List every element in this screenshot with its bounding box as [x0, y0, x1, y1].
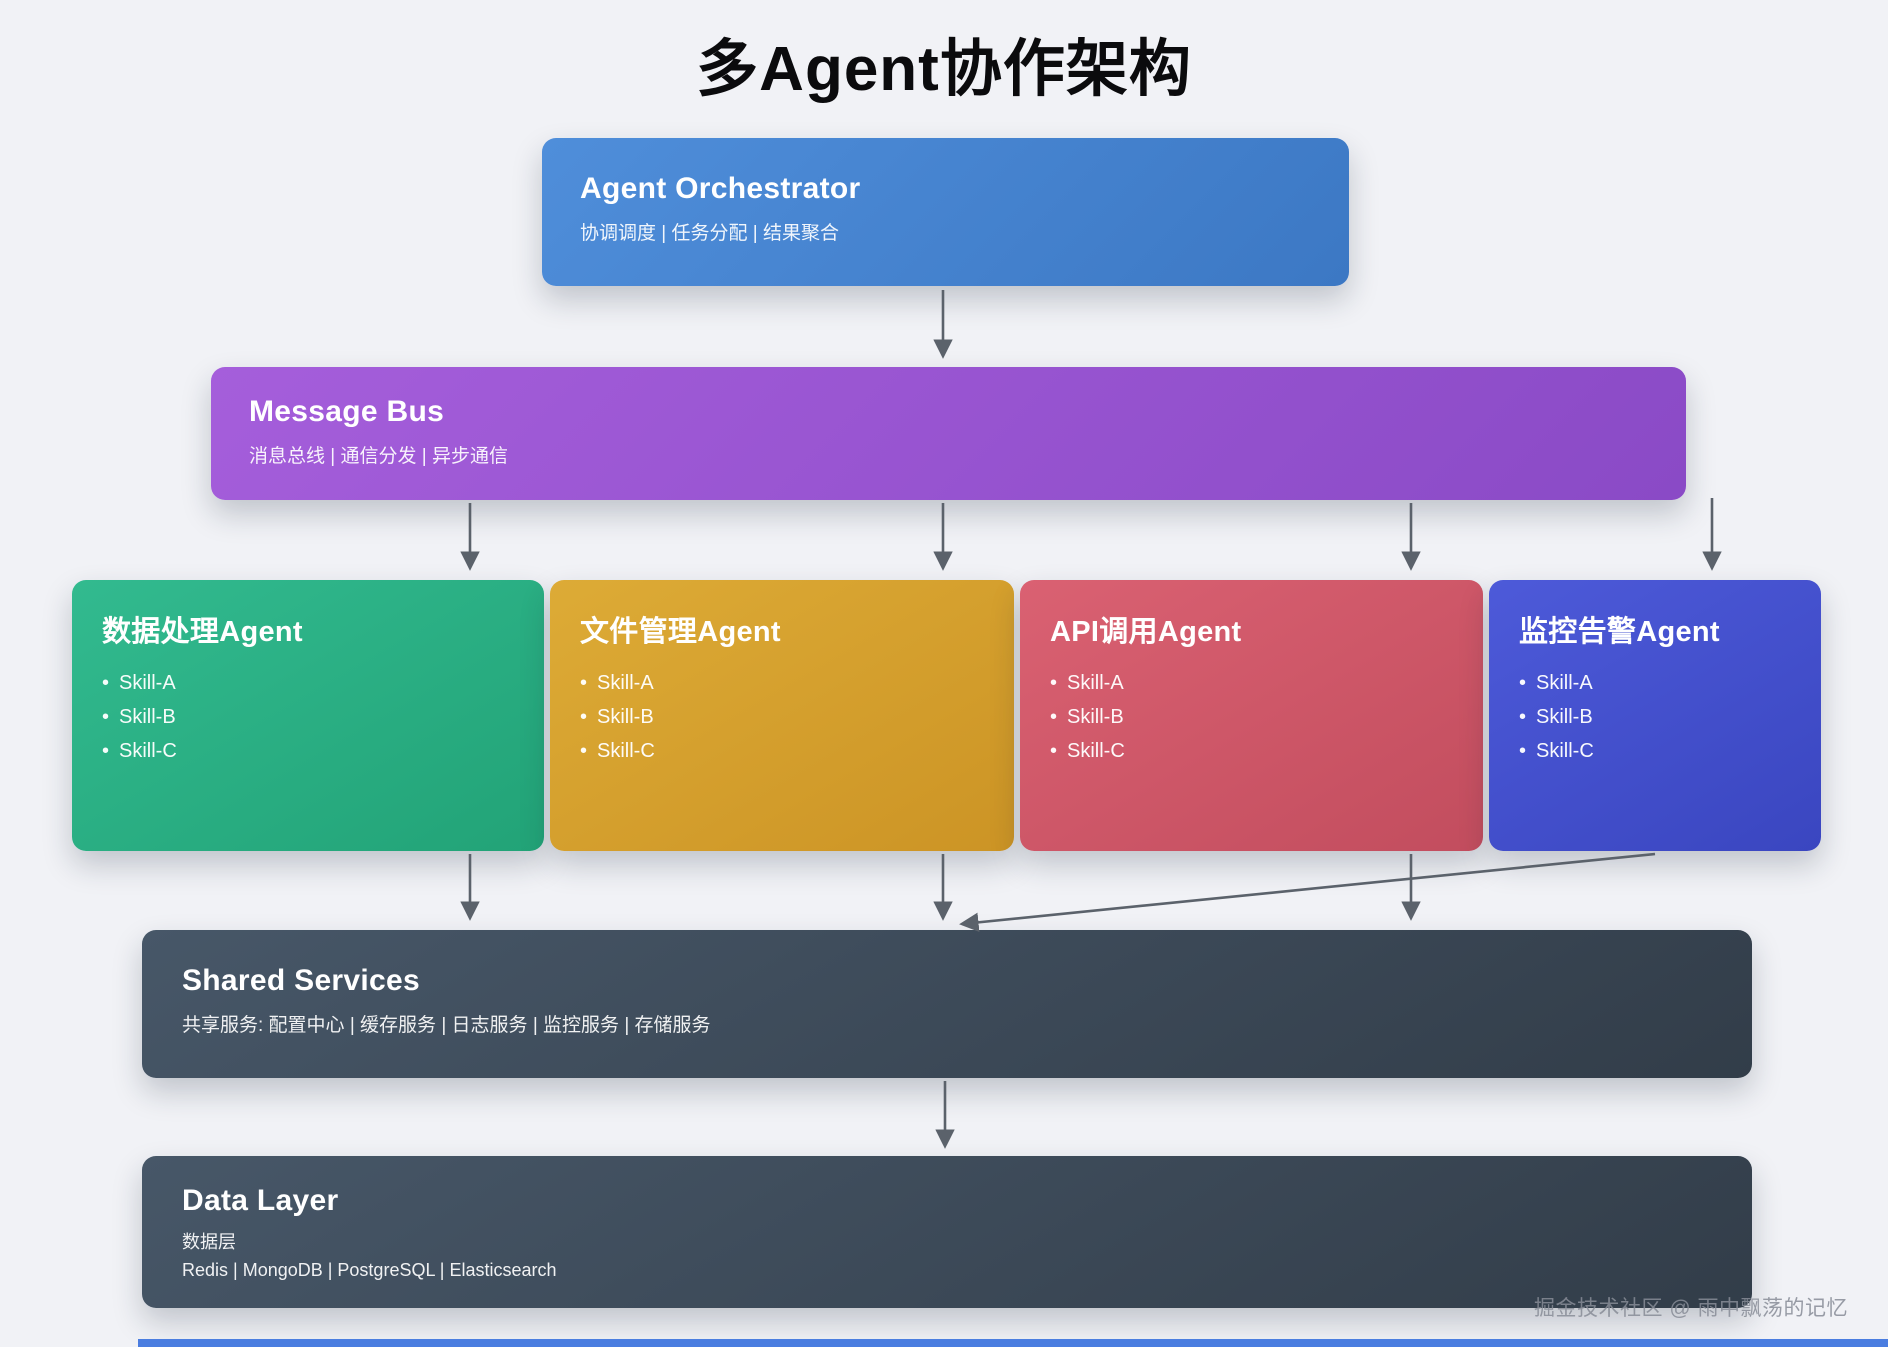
- shared-services-subtitle: 共享服务: 配置中心 | 缓存服务 | 日志服务 | 监控服务 | 存储服务: [182, 1015, 711, 1036]
- orchestrator-title: Agent Orchestrator: [580, 172, 861, 205]
- agent-skill-list: Skill-A Skill-B Skill-C: [580, 666, 984, 768]
- shared-services-title: Shared Services: [182, 964, 420, 997]
- agent-title: API调用Agent: [1050, 616, 1242, 648]
- data-layer-box: Data Layer 数据层 Redis | MongoDB | Postgre…: [142, 1156, 1752, 1308]
- shared-services-box: Shared Services 共享服务: 配置中心 | 缓存服务 | 日志服务…: [142, 930, 1752, 1078]
- skill-item: Skill-B: [1519, 700, 1791, 734]
- orchestrator-subtitle: 协调调度 | 任务分配 | 结果聚合: [580, 223, 839, 244]
- agent-card-data-processing: 数据处理Agent Skill-A Skill-B Skill-C: [72, 580, 544, 851]
- message-bus-box: Message Bus 消息总线 | 通信分发 | 异步通信: [211, 367, 1686, 500]
- skill-item: Skill-A: [1519, 666, 1791, 700]
- data-layer-title: Data Layer: [182, 1184, 339, 1217]
- data-layer-technologies: Redis | MongoDB | PostgreSQL | Elasticse…: [182, 1260, 557, 1280]
- skill-item: Skill-B: [1050, 700, 1453, 734]
- skill-item: Skill-B: [580, 700, 984, 734]
- skill-item: Skill-A: [1050, 666, 1453, 700]
- skill-item: Skill-C: [1050, 734, 1453, 768]
- data-layer-subtitle: 数据层: [182, 1232, 236, 1252]
- message-bus-title: Message Bus: [249, 395, 445, 428]
- agent-card-file-management: 文件管理Agent Skill-A Skill-B Skill-C: [550, 580, 1014, 851]
- watermark: 掘金技术社区 @ 雨中飘荡的记忆: [1534, 1297, 1848, 1320]
- arrow-agent4-to-shared: [959, 852, 1656, 933]
- skill-item: Skill-C: [580, 734, 984, 768]
- agent-skill-list: Skill-A Skill-B Skill-C: [1519, 666, 1791, 768]
- agent-title: 文件管理Agent: [580, 616, 781, 648]
- skill-item: Skill-C: [102, 734, 514, 768]
- skill-item: Skill-C: [1519, 734, 1791, 768]
- agent-skill-list: Skill-A Skill-B Skill-C: [102, 666, 514, 768]
- agent-title: 监控告警Agent: [1519, 616, 1720, 648]
- agent-card-api-call: API调用Agent Skill-A Skill-B Skill-C: [1020, 580, 1483, 851]
- page-title: 多Agent协作架构: [696, 35, 1192, 104]
- message-bus-subtitle: 消息总线 | 通信分发 | 异步通信: [249, 446, 508, 467]
- agent-card-monitor-alert: 监控告警Agent Skill-A Skill-B Skill-C: [1489, 580, 1821, 851]
- agent-skill-list: Skill-A Skill-B Skill-C: [1050, 666, 1453, 768]
- bottom-accent-strip: [138, 1339, 1888, 1347]
- skill-item: Skill-A: [580, 666, 984, 700]
- skill-item: Skill-A: [102, 666, 514, 700]
- skill-item: Skill-B: [102, 700, 514, 734]
- agent-title: 数据处理Agent: [102, 616, 303, 648]
- orchestrator-box: Agent Orchestrator 协调调度 | 任务分配 | 结果聚合: [542, 138, 1349, 286]
